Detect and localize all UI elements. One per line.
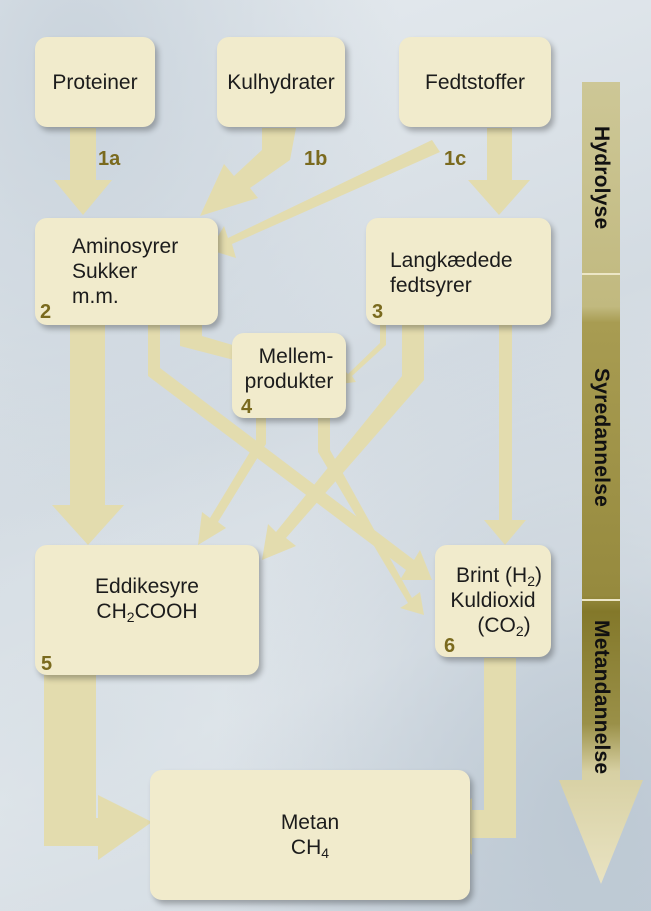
node-proteiner-label: Proteiner [52, 70, 138, 94]
arrow-aminosyrer-brint [148, 325, 432, 580]
phase-hydrolyse-label: Hydrolyse [590, 126, 613, 230]
phase-syredannelse: Syredannelse [581, 276, 621, 598]
node-aminosyrer-line-1: Aminosyrer [72, 235, 179, 258]
arrow-proteiner-aminosyrer [54, 128, 112, 215]
node-aminosyrer-line-3: m.m. [72, 285, 119, 308]
node-mellemprodukter-line-1: Mellem- [258, 345, 334, 368]
phase-arrow [559, 82, 643, 884]
node-aminosyrer: Aminosyrer Sukker m.m. 2 [35, 218, 218, 325]
node-eddikesyre-formula: CH2COOH [96, 600, 198, 625]
node-fedtstoffer-label: Fedtstoffer [425, 70, 525, 94]
node-fedtstoffer: Fedtstoffer [399, 37, 551, 127]
arrow-aminosyrer-eddikesyre [52, 325, 124, 545]
node-langkaedede-line-2: fedtsyrer [390, 274, 472, 297]
arrow-fedtstoffer-aminosyrer [210, 140, 440, 258]
node-aminosyrer-number: 2 [40, 301, 52, 323]
arrow-fedtstoffer-langkaedede [468, 128, 530, 215]
step-1b: 1b [304, 148, 328, 170]
node-brint: Brint (H2) Kuldioxid (CO2) 6 [435, 545, 551, 657]
node-metan: Metan CH4 [150, 770, 470, 900]
node-mellemprodukter-number: 4 [241, 396, 253, 418]
phase-metandannelse-label: Metandannelse [590, 619, 613, 775]
node-aminosyrer-line-2: Sukker [72, 260, 138, 283]
node-langkaedede-number: 3 [372, 301, 384, 323]
node-brint-line-2: Kuldioxid [450, 589, 536, 612]
node-eddikesyre: Eddikesyre CH2COOH 5 [35, 545, 259, 675]
node-kulhydrater-label: Kulhydrater [227, 70, 335, 94]
arrow-langkaedede-brint [484, 325, 526, 545]
arrow-mellemprodukter-eddikesyre [198, 418, 266, 545]
node-mellemprodukter: Mellem- produkter 4 [232, 333, 346, 418]
node-proteiner: Proteiner [35, 37, 155, 127]
node-eddikesyre-number: 5 [41, 653, 53, 675]
node-kulhydrater: Kulhydrater [217, 37, 345, 127]
arrow-eddikesyre-metan [44, 675, 152, 860]
step-1c: 1c [444, 148, 467, 170]
node-langkaedede-line-1: Langkædede [390, 249, 513, 272]
phase-syredannelse-label: Syredannelse [590, 367, 613, 507]
arrow-langkaedede-eddikesyre [262, 325, 424, 560]
node-metan-line-1: Metan [280, 811, 340, 834]
step-1a: 1a [98, 148, 121, 170]
node-metan-formula: CH4 [290, 836, 330, 861]
arrow-brint-metan [442, 658, 516, 855]
node-brint-line-1: Brint (H2) [456, 564, 542, 589]
node-mellemprodukter-line-2: produkter [244, 370, 334, 393]
node-brint-number: 6 [444, 635, 456, 657]
phase-metandannelse: Metandannelse [581, 602, 621, 792]
arrow-langkaedede-mellemprodukter [340, 325, 386, 384]
arrow-kulhydrater-aminosyrer [200, 128, 296, 216]
node-langkaedede: Langkædede fedtsyrer 3 [366, 218, 551, 325]
node-brint-line-3: (CO2) [477, 614, 531, 639]
phase-hydrolyse: Hydrolyse [581, 84, 621, 272]
node-eddikesyre-line-1: Eddikesyre [95, 575, 199, 598]
arrow-mellemprodukter-brint [318, 418, 424, 615]
